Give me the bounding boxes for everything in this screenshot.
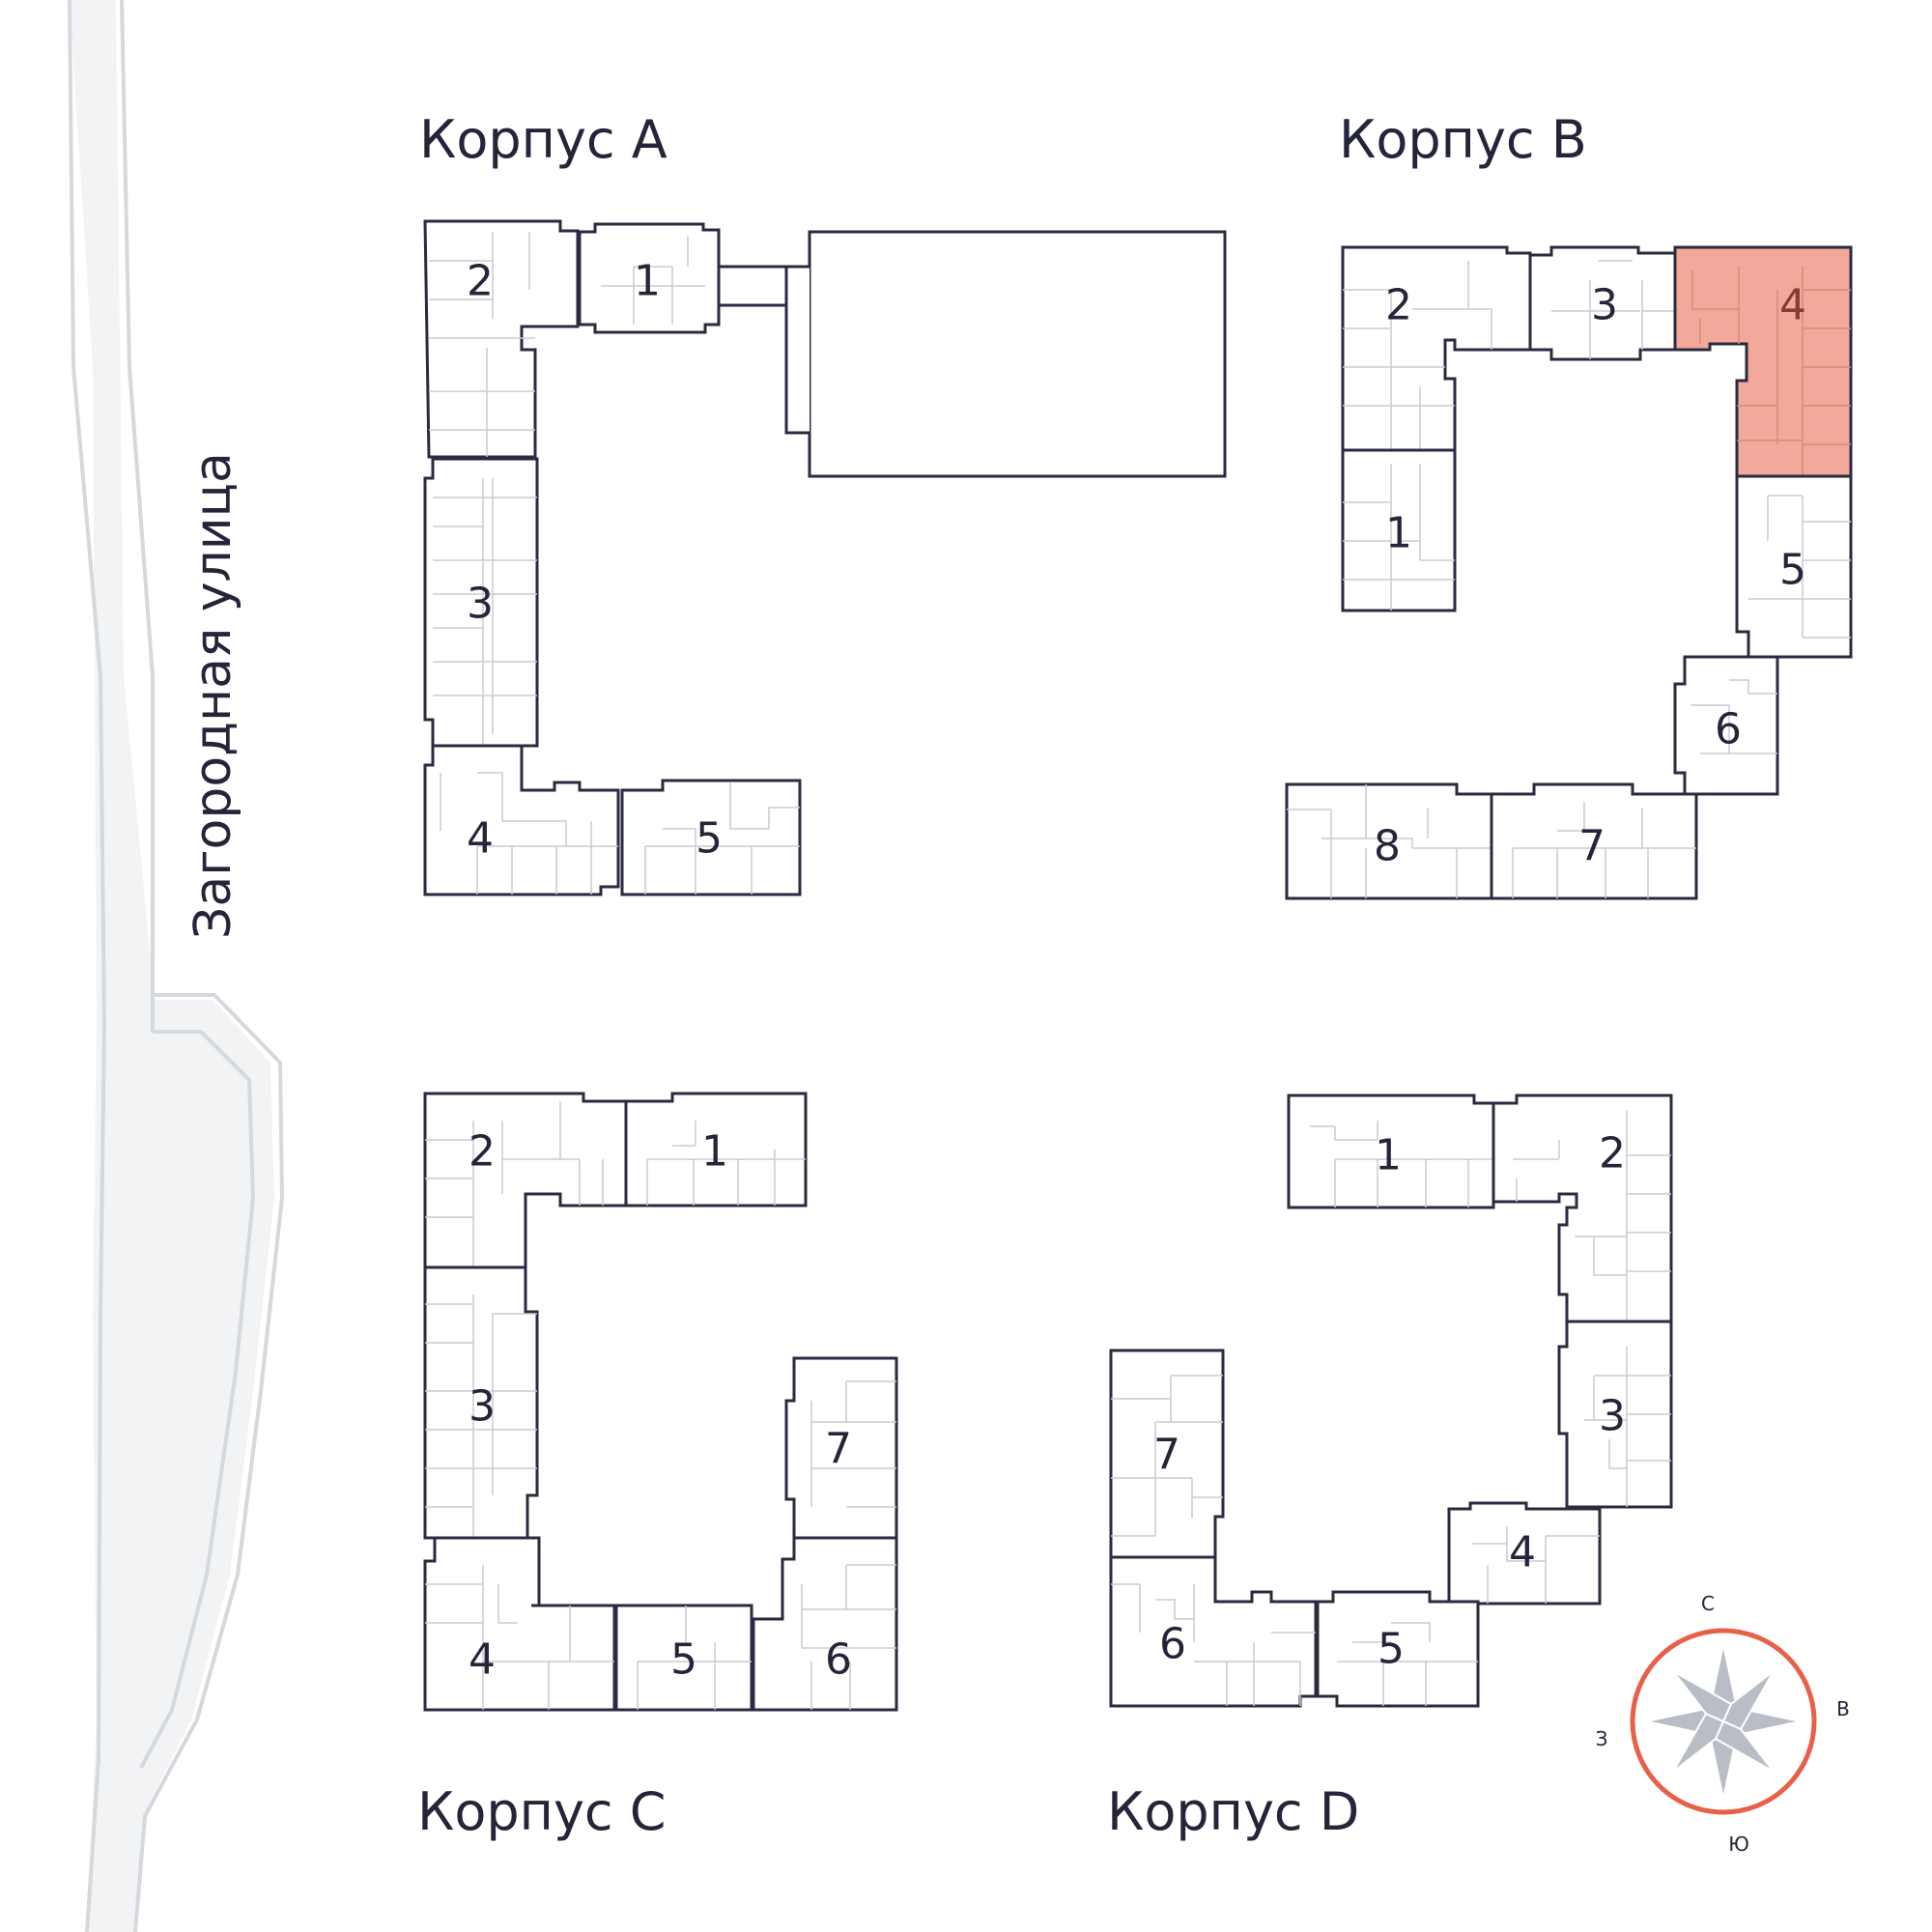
section-number: 3: [467, 580, 494, 629]
section-number: 6: [1159, 1620, 1186, 1669]
building-d-section[interactable]: 7: [1109, 1349, 1225, 1559]
section-number: 2: [1385, 281, 1412, 330]
section-number: 1: [1375, 1131, 1402, 1180]
building-b-section[interactable]: 8: [1285, 782, 1493, 900]
section-number: 3: [1599, 1392, 1626, 1441]
section-number: 7: [1153, 1431, 1180, 1480]
building-c-section[interactable]: 4: [423, 1536, 616, 1712]
compass-north: С: [1701, 1592, 1715, 1615]
section-number: 4: [469, 1635, 496, 1685]
building-b-section[interactable]: 2: [1341, 245, 1532, 452]
building-c-section[interactable]: 3: [423, 1265, 539, 1540]
building-c-section[interactable]: 6: [752, 1536, 898, 1712]
building-b-section[interactable]: 3: [1528, 245, 1677, 361]
section-number: 2: [469, 1127, 496, 1177]
section-number: 3: [1591, 281, 1618, 330]
compass-west: З: [1596, 1727, 1608, 1750]
building-d: 1 2 7 3 4 6 5: [1109, 1094, 1673, 1708]
section-number: 5: [696, 814, 723, 864]
building-title-a: Корпус A: [419, 109, 668, 170]
section-number: 4: [1509, 1528, 1536, 1577]
building-c-section[interactable]: 7: [784, 1356, 898, 1540]
section-number: 7: [1578, 822, 1605, 871]
section-number: 2: [467, 257, 494, 306]
section-number: 1: [701, 1127, 728, 1177]
building-d-section[interactable]: 2: [1492, 1094, 1673, 1323]
section-number: 8: [1374, 822, 1401, 871]
building-a-section[interactable]: 2: [423, 219, 580, 459]
building-c-section[interactable]: 2: [423, 1092, 628, 1269]
section-number: 4: [467, 814, 494, 864]
section-number: 3: [469, 1382, 496, 1432]
building-a-section[interactable]: 4: [423, 744, 620, 896]
building-title-b: Корпус B: [1339, 109, 1587, 170]
building-b-section[interactable]: 7: [1490, 782, 1698, 900]
section-number: 5: [1378, 1625, 1405, 1674]
section-number: 7: [825, 1425, 852, 1474]
building-b-section[interactable]: 5: [1735, 474, 1853, 659]
building-a-section[interactable]: 5: [620, 779, 802, 896]
section-number: 5: [1779, 546, 1806, 595]
building-title-d: Корпус D: [1107, 1781, 1359, 1842]
building-b-section[interactable]: 1: [1341, 448, 1457, 612]
building-a-section[interactable]: 1: [578, 222, 721, 334]
building-c: 2 1 3 7 4 5 6: [423, 1092, 898, 1712]
compass-south: Ю: [1728, 1833, 1749, 1856]
parking-connector: [784, 265, 810, 435]
compass-ring: [1630, 1628, 1817, 1815]
building-b-section[interactable]: 6: [1673, 655, 1779, 796]
section-number: 4: [1779, 281, 1806, 330]
section-number: 1: [634, 257, 661, 306]
building-d-section[interactable]: 1: [1287, 1094, 1495, 1209]
building-a: 2 1 3 4 5: [423, 219, 1227, 896]
section-number: 5: [670, 1635, 697, 1685]
building-d-section[interactable]: 5: [1316, 1590, 1480, 1708]
parking-bridge: [717, 265, 788, 307]
street-name: Загородная улица: [185, 452, 242, 939]
building-d-section[interactable]: 6: [1109, 1555, 1318, 1708]
building-c-section[interactable]: 1: [624, 1092, 808, 1208]
compass: С В Ю З: [1596, 1592, 1850, 1856]
building-d-section[interactable]: 4: [1447, 1501, 1602, 1605]
section-number: 1: [1385, 509, 1412, 558]
compass-east: В: [1836, 1697, 1850, 1720]
building-a-section[interactable]: 3: [423, 457, 539, 748]
building-b: 2 3 4 1 5 6 8: [1285, 245, 1853, 900]
building-b-section-highlighted[interactable]: 4: [1673, 245, 1853, 478]
building-title-c: Корпус C: [417, 1781, 666, 1842]
parking-block[interactable]: [808, 230, 1227, 478]
building-d-section[interactable]: 3: [1557, 1320, 1673, 1509]
compass-star-icon: [1645, 1643, 1802, 1800]
road: [68, 0, 285, 1932]
building-c-section[interactable]: 5: [614, 1604, 753, 1712]
section-number: 6: [1715, 705, 1742, 754]
section-number: 2: [1599, 1129, 1626, 1179]
section-number: 6: [825, 1635, 852, 1685]
